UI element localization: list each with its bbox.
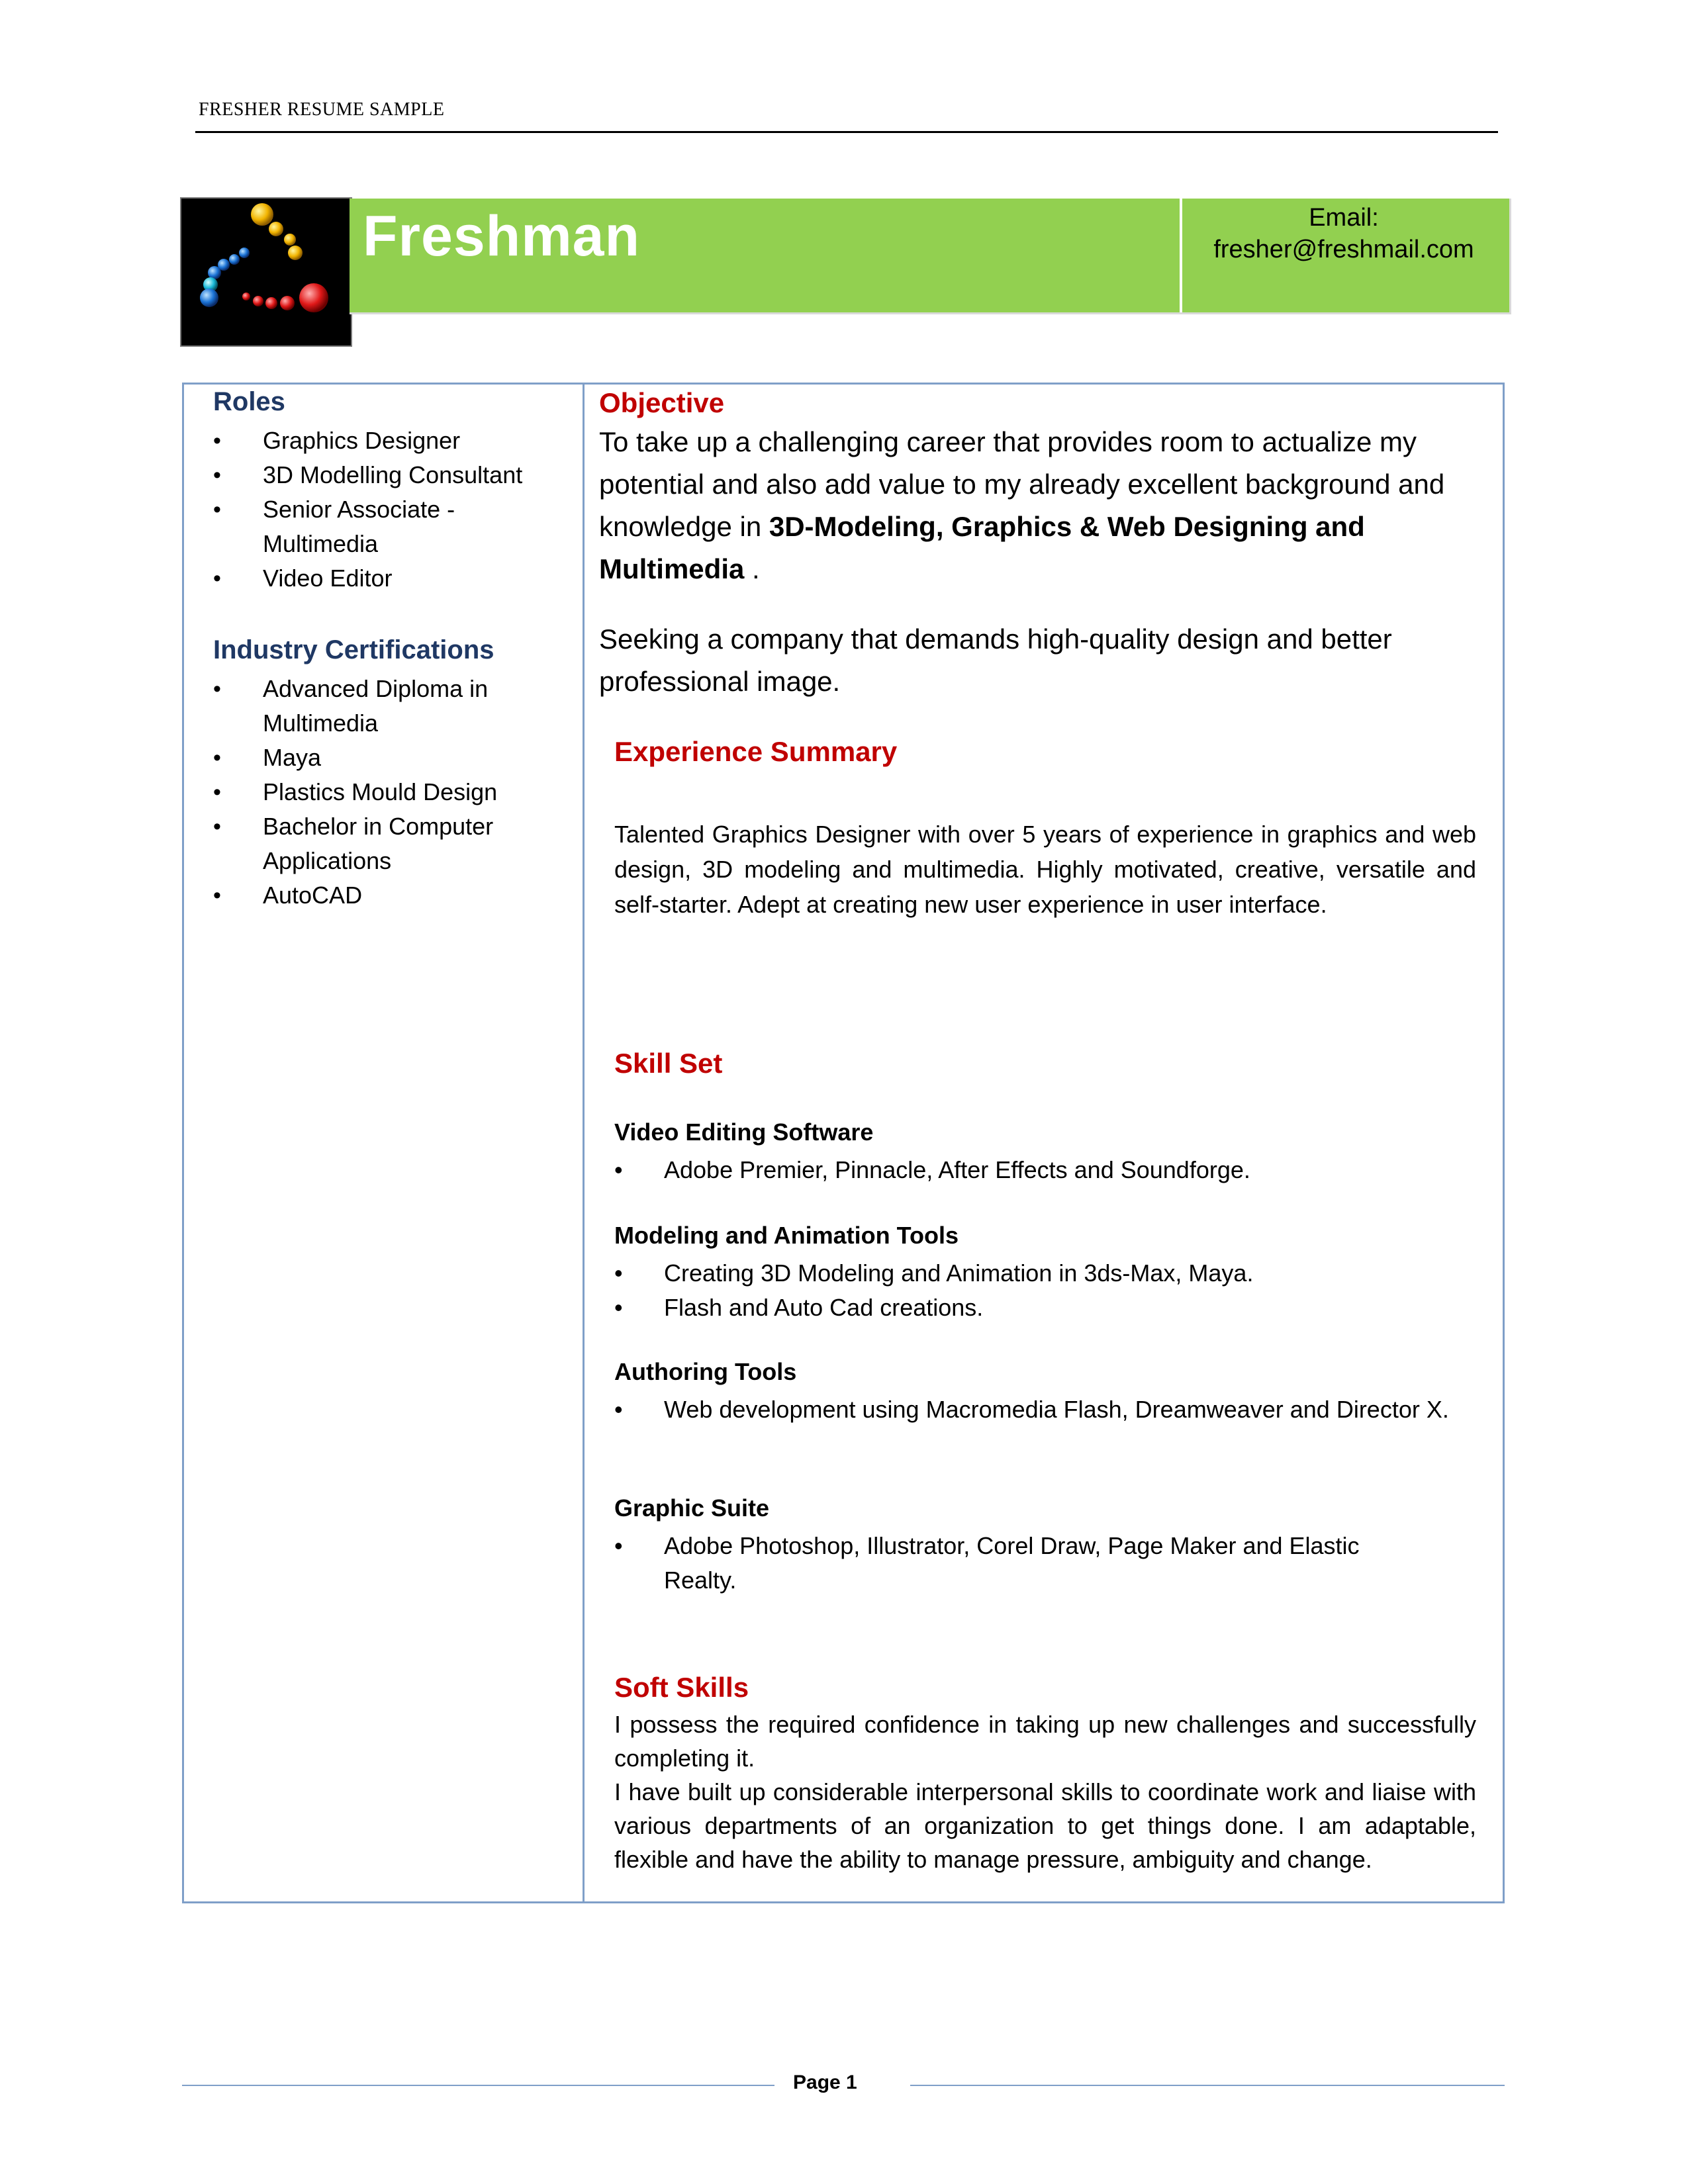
list-item: •Plastics Mould Design bbox=[213, 775, 607, 809]
list-item: •Bachelor in Computer Applications bbox=[213, 809, 547, 878]
bullet-icon: • bbox=[614, 1532, 623, 1559]
roles-list: •Graphics Designer •3D Modelling Consult… bbox=[213, 424, 607, 596]
authoring-heading: Authoring Tools bbox=[614, 1358, 797, 1385]
graphic-suite-list: •Adobe Photoshop, Illustrator, Corel Dra… bbox=[614, 1529, 1476, 1598]
column-divider bbox=[583, 383, 585, 1903]
footer-rule-right bbox=[910, 2085, 1505, 2086]
list-item: •Adobe Photoshop, Illustrator, Corel Dra… bbox=[614, 1529, 1412, 1598]
footer-rule-left bbox=[182, 2085, 774, 2086]
bullet-icon: • bbox=[213, 883, 221, 908]
roles-heading: Roles bbox=[213, 387, 285, 416]
banner-bar bbox=[350, 199, 1511, 314]
soft-skills-heading: Soft Skills bbox=[614, 1672, 749, 1703]
video-editing-list: •Adobe Premier, Pinnacle, After Effects … bbox=[614, 1153, 1476, 1187]
list-item: •AutoCAD bbox=[213, 878, 607, 913]
experience-heading: Experience Summary bbox=[614, 736, 898, 767]
list-item: •Web development using Macromedia Flash,… bbox=[614, 1392, 1478, 1427]
certifications-list: •Advanced Diploma in Multimedia •Maya •P… bbox=[213, 672, 607, 913]
graphic-suite-heading: Graphic Suite bbox=[614, 1494, 770, 1522]
bullet-icon: • bbox=[213, 814, 221, 839]
page-number: Page 1 bbox=[793, 2071, 857, 2093]
bullet-icon: • bbox=[213, 676, 221, 702]
email-value[interactable]: fresher@freshmail.com bbox=[1213, 236, 1474, 263]
email-label: Email: bbox=[1309, 204, 1379, 232]
resume-table bbox=[182, 383, 1505, 1903]
bullet-icon: • bbox=[213, 566, 221, 591]
list-item: •Senior Associate - Multimedia bbox=[213, 492, 528, 561]
modeling-list: •Creating 3D Modeling and Animation in 3… bbox=[614, 1256, 1476, 1325]
objective-text: To take up a challenging career that pro… bbox=[599, 426, 1445, 584]
authoring-list: •Web development using Macromedia Flash,… bbox=[614, 1392, 1476, 1427]
header-rule bbox=[195, 131, 1498, 133]
bubbles-logo-icon bbox=[200, 203, 328, 312]
bullet-icon: • bbox=[614, 1156, 623, 1183]
list-item: •Flash and Auto Cad creations. bbox=[614, 1291, 1476, 1325]
modeling-heading: Modeling and Animation Tools bbox=[614, 1222, 959, 1249]
skillset-heading: Skill Set bbox=[614, 1048, 723, 1079]
video-editing-heading: Video Editing Software bbox=[614, 1118, 874, 1146]
candidate-name: Freshman bbox=[363, 205, 641, 268]
bullet-icon: • bbox=[614, 1396, 623, 1423]
objective-heading: Objective bbox=[599, 387, 725, 418]
objective-text-2: Seeking a company that demands high-qual… bbox=[599, 623, 1392, 697]
running-header: FRESHER RESUME SAMPLE bbox=[199, 99, 445, 120]
list-item: •3D Modelling Consultant bbox=[213, 458, 607, 492]
list-item: •Adobe Premier, Pinnacle, After Effects … bbox=[614, 1153, 1476, 1187]
experience-text: Talented Graphics Designer with over 5 y… bbox=[614, 821, 1476, 918]
bullet-icon: • bbox=[213, 497, 221, 522]
list-item: •Graphics Designer bbox=[213, 424, 607, 458]
list-item: •Advanced Diploma in Multimedia bbox=[213, 672, 541, 741]
bullet-icon: • bbox=[614, 1259, 623, 1287]
list-item: •Maya bbox=[213, 741, 607, 775]
certifications-heading: Industry Certifications bbox=[213, 635, 494, 664]
soft-skills-text-1: I possess the required confidence in tak… bbox=[614, 1711, 1476, 1772]
list-item: •Creating 3D Modeling and Animation in 3… bbox=[614, 1256, 1476, 1291]
banner-underline bbox=[350, 312, 1509, 314]
bullet-icon: • bbox=[213, 780, 221, 805]
bullet-icon: • bbox=[614, 1294, 623, 1321]
bullet-icon: • bbox=[213, 463, 221, 488]
list-item: •Video Editor bbox=[213, 561, 607, 596]
logo-image bbox=[180, 197, 352, 347]
bullet-icon: • bbox=[213, 745, 221, 770]
soft-skills-text-2: I have built up considerable interperson… bbox=[614, 1778, 1476, 1873]
banner-divider bbox=[1180, 199, 1182, 312]
bullet-icon: • bbox=[213, 428, 221, 453]
